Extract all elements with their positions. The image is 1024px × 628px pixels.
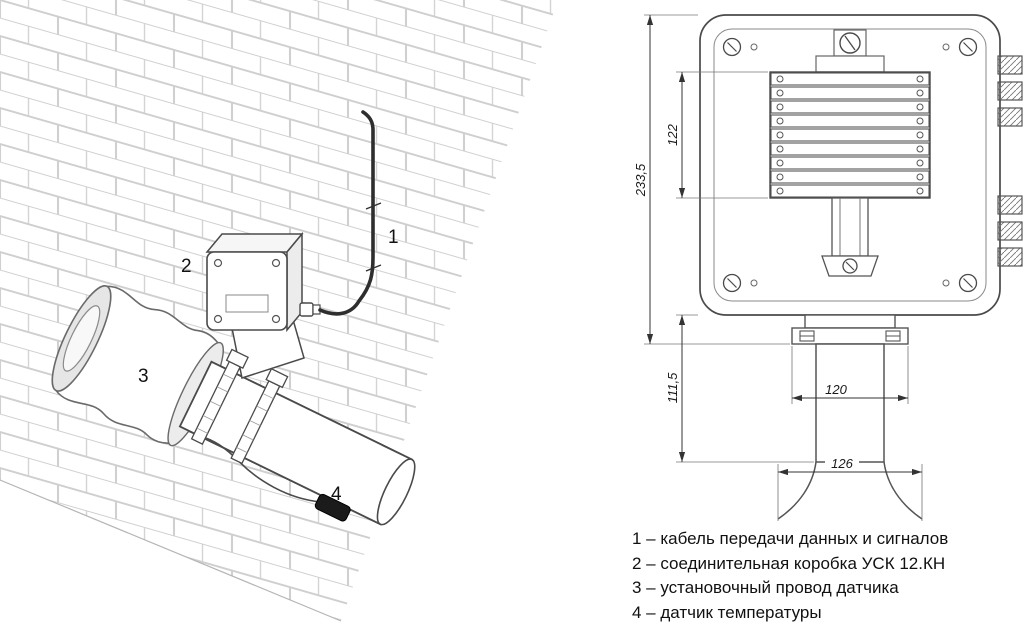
installation-illustration: 1 2 3 4 bbox=[0, 0, 558, 622]
label-sensor-wire: 3 bbox=[138, 366, 149, 387]
strap-buckle bbox=[225, 348, 249, 370]
box-front-face bbox=[206, 251, 288, 331]
bell-right bbox=[883, 461, 923, 520]
dim-overall-height: 233,5 bbox=[633, 163, 648, 197]
label-temperature-sensor: 4 bbox=[331, 484, 342, 505]
lid-screws bbox=[722, 37, 978, 293]
dim-flange-width: 120 bbox=[825, 382, 847, 397]
dimension-flange-width: 120 bbox=[791, 346, 909, 404]
terminal-stem bbox=[821, 197, 879, 277]
temperature-sensor bbox=[314, 493, 351, 522]
corner-screw bbox=[271, 314, 281, 324]
corner-screw bbox=[213, 314, 223, 324]
dimension-terminal-height: 122 bbox=[665, 71, 768, 199]
junction-box-drawing: 233,5 122 111,5 120 bbox=[633, 14, 1023, 521]
collar bbox=[804, 314, 896, 329]
pipe-end bbox=[376, 458, 416, 526]
corner-screw bbox=[271, 258, 281, 268]
legend-item-1: 1 – кабель передачи данных и сигналов bbox=[632, 529, 949, 548]
pipe-straps bbox=[190, 348, 289, 465]
dim-lower-height: 111,5 bbox=[665, 372, 680, 403]
legend: 1 – кабель передачи данных и сигналов 2 … bbox=[632, 527, 948, 625]
cable-break-mark bbox=[365, 202, 382, 210]
lid-seam bbox=[713, 28, 987, 302]
corner-screw bbox=[213, 258, 223, 268]
insulated-pipe bbox=[51, 285, 416, 526]
dimension-lower-height: 111,5 bbox=[665, 314, 814, 463]
legend-item-2: 2 – соединительная коробка УСК 12.КН bbox=[632, 553, 946, 573]
signal-cable bbox=[318, 110, 382, 316]
sensor-tube bbox=[815, 343, 885, 463]
wall-base-line bbox=[0, 479, 342, 622]
junction-box bbox=[205, 231, 321, 333]
box-top-face bbox=[205, 233, 304, 253]
bell-left bbox=[777, 461, 817, 520]
terminal-block bbox=[769, 71, 931, 199]
cable-entries bbox=[997, 55, 1023, 267]
label-cable: 1 bbox=[388, 227, 399, 248]
mounting-neck bbox=[777, 314, 923, 520]
dim-bell-width: 126 bbox=[831, 456, 853, 471]
housing bbox=[699, 14, 1023, 316]
strap-buckle bbox=[265, 367, 289, 389]
cable-break-mark bbox=[365, 264, 382, 272]
box-nameplate bbox=[225, 294, 269, 313]
pipe-end-in-insulation bbox=[62, 305, 101, 372]
legend-item-3: 3 – установочный провод датчика bbox=[632, 578, 899, 597]
dimension-bell-width: 126 bbox=[777, 456, 923, 521]
legend-item-4: 4 – датчик температуры bbox=[632, 602, 822, 622]
label-junction-box: 2 bbox=[181, 256, 192, 277]
top-screw bbox=[815, 29, 885, 73]
dimension-overall-height: 233,5 bbox=[633, 14, 790, 345]
cable-gland bbox=[299, 302, 314, 317]
dim-terminal-height: 122 bbox=[665, 123, 680, 145]
